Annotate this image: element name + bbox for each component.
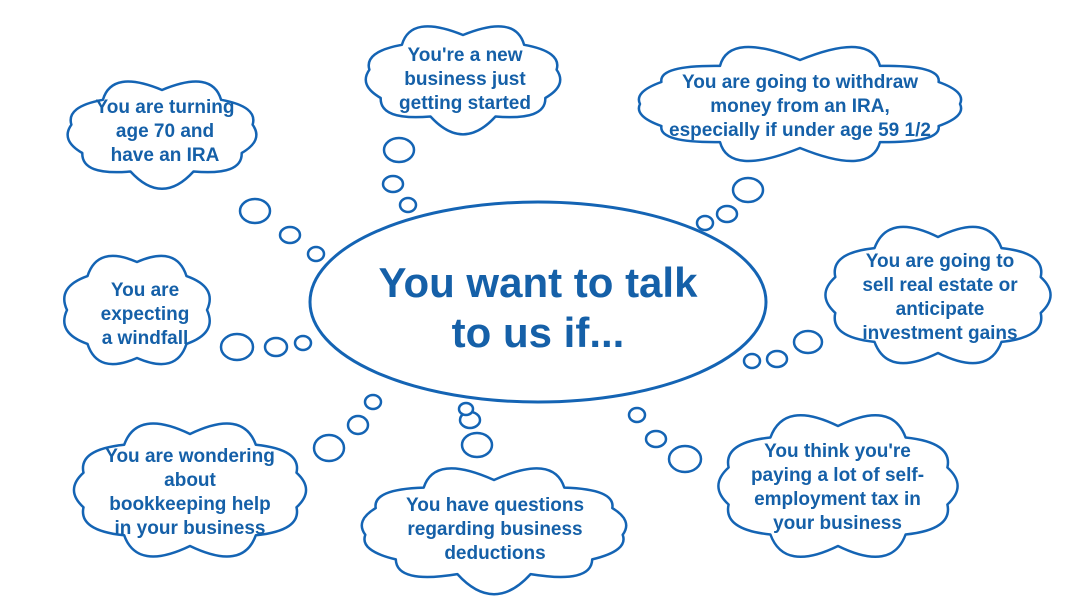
- thought-new-business-text: You're a new business just getting start…: [399, 45, 531, 114]
- thought-cloud-deductions: [360, 467, 628, 596]
- thought-ira-age-70-text: You are turning age 70 and have an IRA: [95, 97, 235, 166]
- thought-cloud-real-estate: [824, 225, 1052, 365]
- thought-bubble-real-estate-3: [742, 352, 762, 370]
- thought-cloud-self-employment-tax: [717, 413, 959, 559]
- thought-bubble-ira-age-70-2: [278, 225, 302, 245]
- thought-bubble-self-employment-tax-2: [644, 429, 668, 449]
- thought-cloud-new-business: [364, 25, 562, 136]
- thought-bubble-real-estate-1: [792, 329, 824, 355]
- thought-bubble-ira-age-70-3: [306, 245, 326, 263]
- thought-bubble-withdraw-ira-2: [715, 204, 739, 224]
- thought-bubble-deductions-3: [457, 401, 475, 417]
- thought-bubble-bookkeeping-3: [363, 393, 383, 411]
- thought-bubble-new-business-3: [398, 196, 418, 214]
- thought-bubble-new-business-1: [382, 136, 416, 164]
- thought-bookkeeping-text: You are wondering about bookkeeping help…: [105, 446, 275, 539]
- thought-bubble-new-business-2: [381, 174, 405, 194]
- thought-bubble-withdraw-ira-3: [695, 214, 715, 232]
- thought-bubble-bookkeeping-2: [346, 414, 370, 436]
- center-ellipse: [308, 200, 768, 404]
- thought-bubble-real-estate-2: [765, 349, 789, 369]
- thought-cloud-withdraw-ira: [637, 45, 963, 163]
- thought-bubble-withdraw-ira-1: [731, 176, 765, 204]
- thought-bubble-windfall-3: [293, 334, 313, 352]
- thought-bubble-ira-age-70-1: [238, 197, 272, 225]
- thought-bubble-self-employment-tax-1: [667, 444, 703, 474]
- thought-withdraw-ira-text: You are going to withdraw money from an …: [669, 72, 931, 141]
- thought-cloud-bookkeeping: [72, 422, 308, 558]
- thought-bubble-deductions-1: [460, 431, 494, 459]
- thought-bubble-windfall-2: [263, 336, 289, 358]
- thought-deductions-text: You have questions regarding business de…: [405, 495, 585, 564]
- thought-cloud-ira-age-70: [66, 80, 258, 191]
- thought-bubble-self-employment-tax-3: [627, 406, 647, 424]
- thought-cloud-windfall: [63, 254, 211, 366]
- thought-self-employment-tax-text: You think you're paying a lot of self- e…: [750, 441, 925, 534]
- thought-windfall-text: You are expecting a windfall: [100, 280, 190, 349]
- thought-bubble-bookkeeping-1: [312, 433, 346, 463]
- center-heading: You want to talk to us if...: [378, 259, 698, 356]
- thought-bubble-windfall-1: [219, 332, 255, 362]
- thought-real-estate-text: You are going to sell real estate or ant…: [862, 251, 1018, 344]
